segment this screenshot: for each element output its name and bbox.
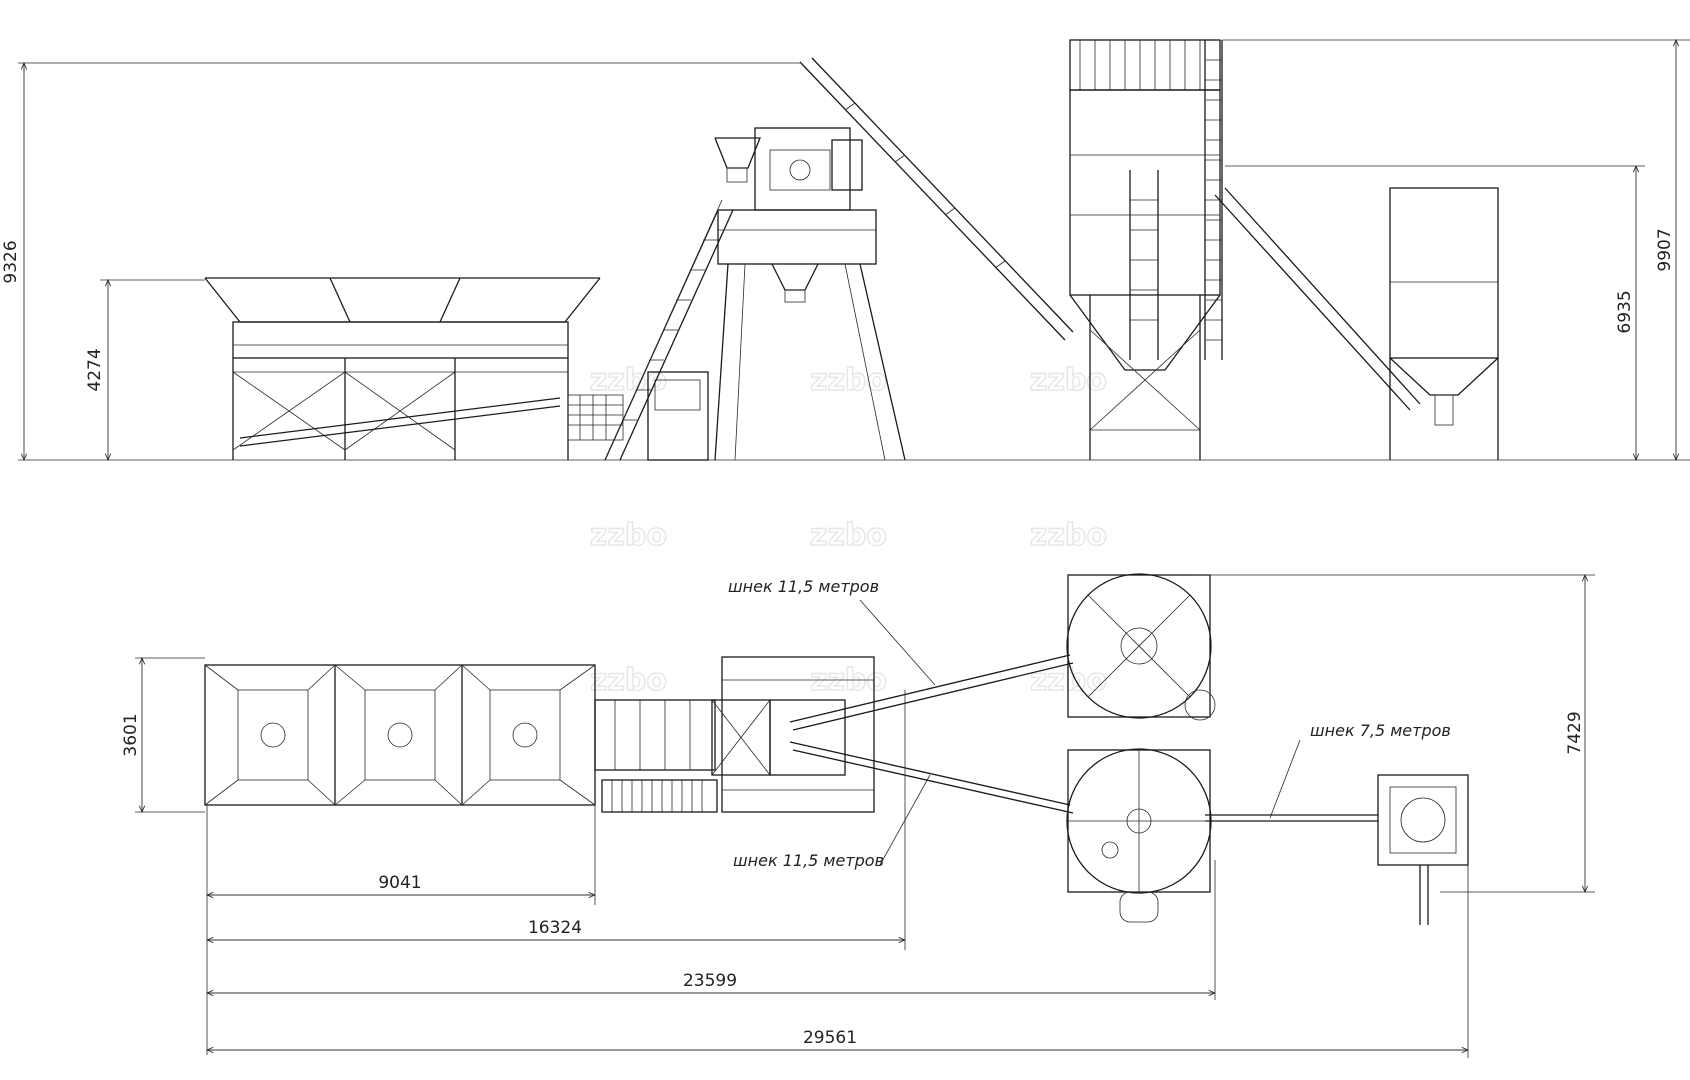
dim-silo-support-height: 6935: [1615, 290, 1635, 333]
silos-plan: [1066, 573, 1216, 923]
dim-silo-height: 9907: [1655, 228, 1675, 271]
dim-plan-width: 3601: [121, 713, 141, 756]
aggregate-hoppers: [204, 277, 624, 460]
dim-hopper-height: 4274: [85, 348, 105, 391]
note-screw-top: шнек 11,5 метров: [728, 577, 879, 596]
watermark: zzbo: [810, 663, 887, 698]
watermark: zzbo: [810, 518, 887, 553]
dim-total-height: 9326: [1, 240, 21, 283]
watermark: zzbo: [810, 363, 887, 398]
screw-conveyors-plan: [789, 599, 1378, 866]
dim-16324: 16324: [528, 918, 582, 938]
control-cabin: [647, 371, 709, 461]
side-elevation: 9326 4274 9907 6935: [1, 40, 1690, 460]
dim-plan-depth: 7429: [1565, 711, 1585, 754]
mixer-tower: [714, 127, 906, 461]
elevation-dimensions: [18, 40, 1690, 460]
screw-conveyor-elevation: [799, 57, 1421, 411]
watermark: zzbo: [590, 518, 667, 553]
small-silo: [1389, 187, 1499, 460]
dim-29561: 29561: [803, 1028, 857, 1048]
mixer-plan: [594, 656, 875, 813]
watermark: zzbo: [1030, 363, 1107, 398]
watermark: zzbo: [1030, 518, 1107, 553]
watermarks: zzbo zzbo zzbo zzbo zzbo zzbo zzbo zzbo …: [589, 362, 1107, 698]
dim-23599: 23599: [683, 971, 737, 991]
dim-9041: 9041: [378, 873, 421, 893]
cement-silo: [1069, 39, 1223, 460]
note-screw-bottom: шнек 11,5 метров: [733, 851, 884, 870]
watermark: zzbo: [590, 663, 667, 698]
access-stairs: [604, 199, 734, 461]
aggregate-bins-plan: [204, 664, 596, 806]
plan-view: 3601 7429 9041 16324 23599 29561 шнек 11…: [121, 573, 1595, 1058]
plan-dimensions: [135, 575, 1595, 1058]
note-screw-small: шнек 7,5 метров: [1310, 721, 1451, 740]
small-silo-plan: [1377, 774, 1469, 925]
